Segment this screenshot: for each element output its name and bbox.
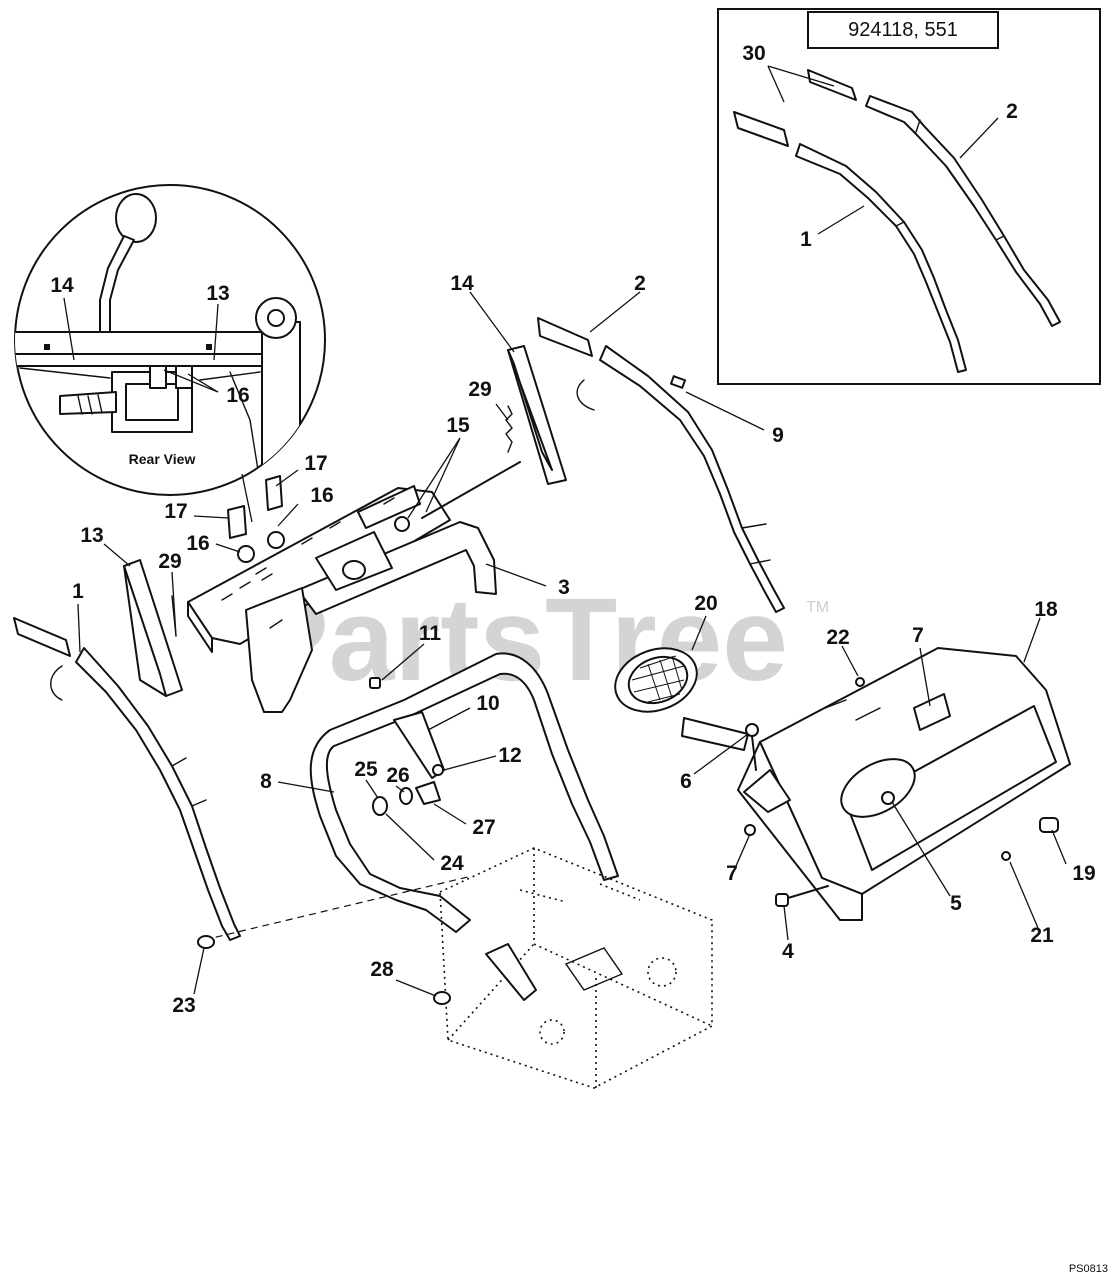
callout-17b: 17 xyxy=(164,500,187,523)
callout-7b: 7 xyxy=(726,862,738,885)
callout-26: 26 xyxy=(386,764,409,787)
callout-29b: 29 xyxy=(158,550,181,573)
diagram-code: PS0813 xyxy=(1069,1263,1108,1275)
callout-12: 12 xyxy=(498,744,521,767)
watermark-trademark: TM xyxy=(806,599,829,616)
callout-6: 6 xyxy=(680,770,692,793)
callout-5: 5 xyxy=(950,892,962,915)
callout-rv-16: 16 xyxy=(226,384,249,407)
callout-16b: 16 xyxy=(186,532,209,555)
callout-2: 2 xyxy=(634,272,646,295)
part-18-housing xyxy=(681,647,1071,921)
callout-21: 21 xyxy=(1030,924,1054,947)
callout-inset-2: 2 xyxy=(1006,100,1018,123)
callout-15: 15 xyxy=(446,414,470,437)
callout-23: 23 xyxy=(172,994,195,1017)
callout-inset-30: 30 xyxy=(742,42,765,65)
inset-frame xyxy=(717,8,1101,385)
model-label: 924118, 551 xyxy=(848,19,958,41)
callout-24: 24 xyxy=(440,852,464,875)
part-20-headlight xyxy=(614,647,698,713)
callout-3: 3 xyxy=(558,576,570,599)
model-label-box xyxy=(807,11,999,49)
callout-labels: 14 2 29 15 9 17 16 17 16 13 29 1 3 20 18… xyxy=(72,272,1096,1017)
callout-7a: 7 xyxy=(912,624,924,647)
callout-27: 27 xyxy=(472,816,495,839)
callout-8: 8 xyxy=(260,770,272,793)
part-8-uframe xyxy=(203,652,619,941)
callout-14: 14 xyxy=(450,272,474,295)
callout-17a: 17 xyxy=(304,452,327,475)
callout-rv-13: 13 xyxy=(206,282,229,305)
model-inset: 924118, 551 30 2 1 xyxy=(717,8,1101,385)
rear-view-caption: Rear View xyxy=(129,451,196,467)
callout-rv-14: 14 xyxy=(50,274,74,297)
rear-view-inset: Rear View 14 13 16 xyxy=(14,184,326,523)
hardware xyxy=(197,677,1011,1005)
callout-20: 20 xyxy=(694,592,717,615)
part-2-handle xyxy=(537,317,785,613)
callout-29a: 29 xyxy=(468,378,491,401)
callout-18: 18 xyxy=(1034,598,1058,621)
callout-inset-1: 1 xyxy=(800,228,812,251)
control-frame xyxy=(187,345,567,713)
callout-22: 22 xyxy=(826,626,849,649)
callout-13: 13 xyxy=(80,524,103,547)
inset-handle-1 xyxy=(733,111,967,373)
rv-knob-icon xyxy=(115,193,157,243)
callout-25: 25 xyxy=(354,758,378,781)
callout-19: 19 xyxy=(1072,862,1095,885)
part-13-bracket xyxy=(123,559,183,697)
part-1-handle xyxy=(13,617,241,941)
inset-handle-2 xyxy=(807,69,1061,327)
auger-housing xyxy=(439,847,713,1089)
leader-lines xyxy=(77,291,1067,997)
callout-1: 1 xyxy=(72,580,84,603)
callout-16a: 16 xyxy=(310,484,333,507)
callout-28: 28 xyxy=(370,958,394,981)
callout-4: 4 xyxy=(782,940,794,963)
callout-10: 10 xyxy=(476,692,499,715)
callout-11: 11 xyxy=(419,622,442,645)
callout-9: 9 xyxy=(772,424,784,447)
